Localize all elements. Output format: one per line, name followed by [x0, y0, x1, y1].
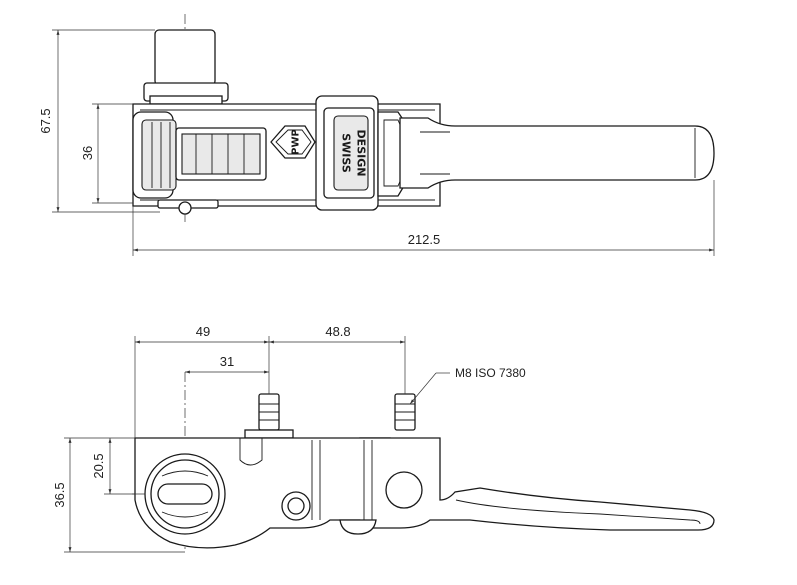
brand-text-2: DESIGN — [355, 130, 368, 177]
top-view: PWP SWISS DESIGN 67.5 — [38, 14, 715, 256]
side-body — [134, 437, 715, 549]
side-holes — [281, 471, 423, 521]
dim-20-5-label: 20.5 — [91, 453, 106, 478]
dim-49-label: 49 — [196, 324, 210, 339]
callout-m8-label: M8 ISO 7380 — [455, 366, 526, 380]
pivot-disc — [144, 453, 226, 535]
dim-side-width-to-stud: 49 — [134, 324, 270, 438]
stud-right — [359, 393, 416, 445]
dim-212-5-label: 212.5 — [408, 232, 441, 247]
pwp-logo: PWP — [270, 125, 316, 159]
dim-36-5-label: 36.5 — [52, 482, 67, 507]
logo-text: PWP — [291, 129, 302, 155]
lever-housing: SWISS DESIGN — [315, 95, 411, 211]
dim-side-stud-spacing: 48.8 — [269, 324, 406, 394]
dim-67-5-label: 67.5 — [38, 108, 53, 133]
brand-text-1: SWISS — [340, 133, 353, 173]
dim-side-center-to-stud: 31 — [185, 354, 269, 374]
dim-side-height-to-center: 20.5 — [91, 438, 145, 495]
dim-top-height-overall: 67.5 — [38, 29, 160, 213]
lever-handle — [399, 117, 715, 189]
side-view: 49 48.8 31 36.5 20.5 — [52, 324, 715, 553]
dim-36-label: 36 — [80, 146, 95, 160]
stud-left — [244, 393, 294, 439]
callout-m8: M8 ISO 7380 — [409, 366, 526, 405]
dim-top-height-jaw: 36 — [80, 103, 133, 204]
dim-31-label: 31 — [220, 354, 234, 369]
dim-side-height-overall: 36.5 — [52, 437, 185, 553]
dim-top-length-overall: 212.5 — [132, 180, 715, 256]
dim-48-8-label: 48.8 — [325, 324, 350, 339]
top-stud — [143, 29, 229, 105]
